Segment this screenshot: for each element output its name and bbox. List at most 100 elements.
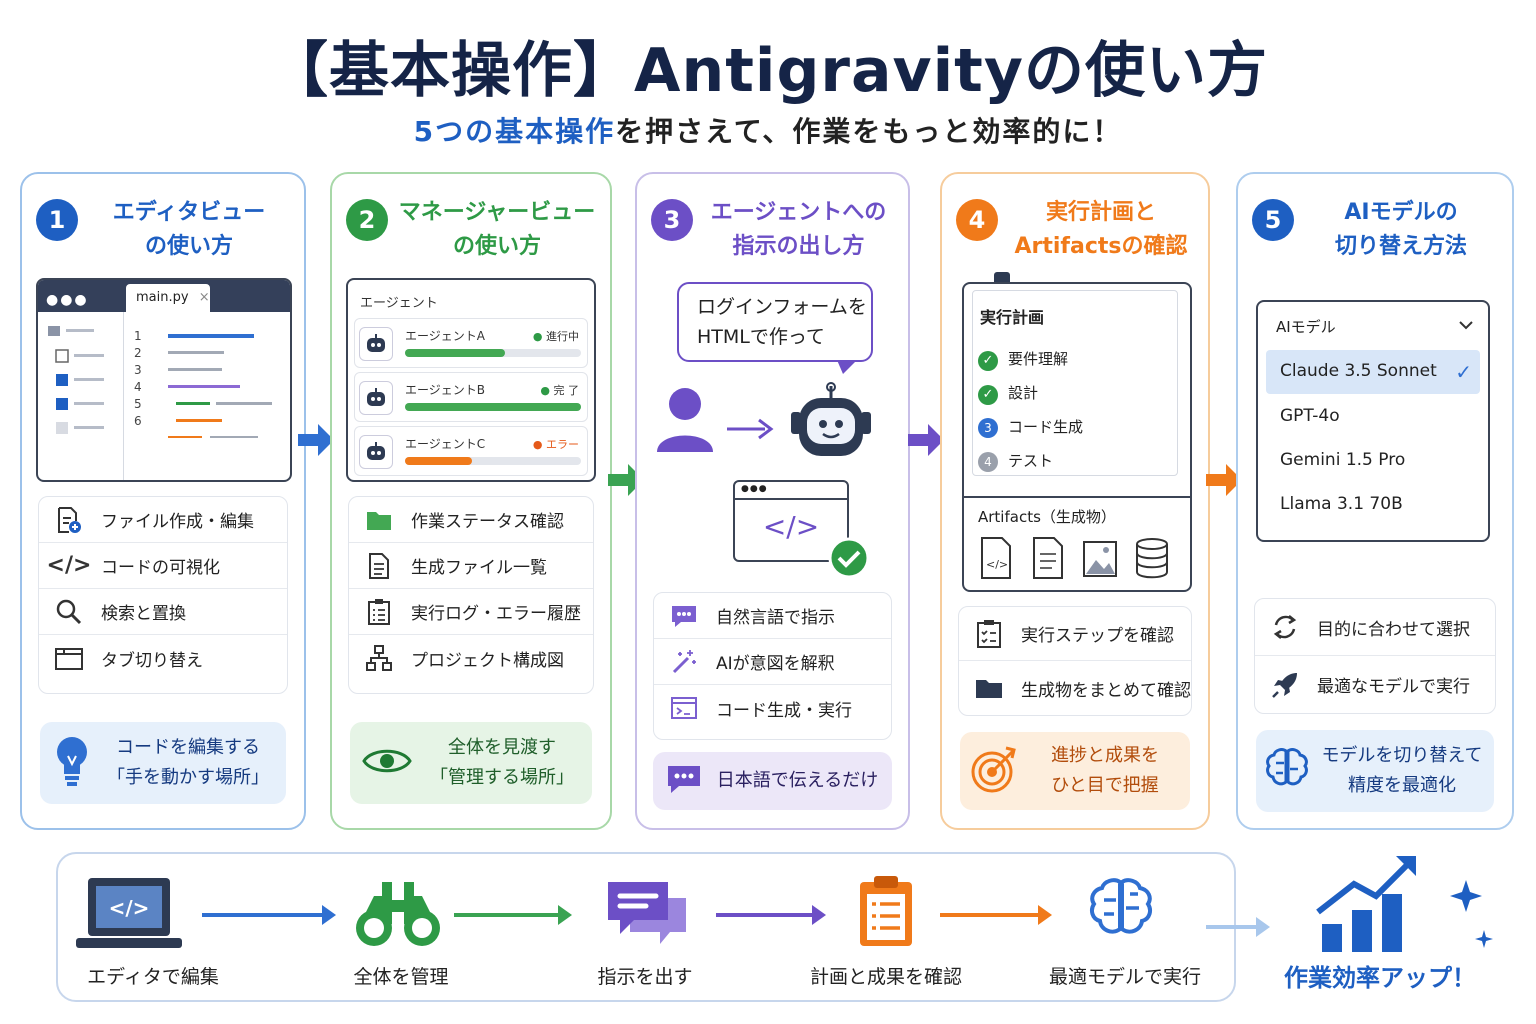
summary-box: モデルを切り替えて精度を最適化 bbox=[1256, 730, 1494, 812]
agent-row[interactable]: エージェントC ● エラー bbox=[354, 426, 588, 476]
summary-box: コードを編集する「手を動かす場所」 bbox=[40, 722, 286, 804]
flow-step-label: エディタで編集 bbox=[87, 966, 219, 988]
code-lines bbox=[168, 334, 272, 438]
summary-box: 進捗と成果をひと目で把握 bbox=[960, 732, 1190, 810]
feature-item: </>コードの可視化 bbox=[39, 543, 287, 589]
chevron-down-icon bbox=[1459, 321, 1473, 330]
laptop-icon: </> bbox=[76, 878, 182, 948]
feature-list: 実行ステップを確認 生成物をまとめて確認 bbox=[958, 606, 1192, 716]
card-title: マネージャービューの使い方 bbox=[398, 200, 596, 259]
tabs-icon bbox=[51, 643, 87, 673]
agent-panel-title: エージェント bbox=[360, 296, 438, 311]
window-dots: ●●● bbox=[735, 482, 847, 500]
progress-bar bbox=[405, 457, 581, 465]
binoculars-icon bbox=[356, 882, 440, 946]
card-title: エディタビューの使い方 bbox=[112, 200, 266, 259]
arrow-right-icon bbox=[908, 424, 944, 456]
model-option[interactable]: GPT-4o bbox=[1280, 406, 1340, 426]
feature-item: 生成ファイル一覧 bbox=[349, 543, 593, 589]
robot-icon bbox=[359, 435, 393, 469]
check-icon: ✓ bbox=[978, 385, 998, 405]
flow-step-label: 計画と成果を確認 bbox=[809, 966, 962, 988]
progress-bar bbox=[405, 403, 581, 411]
editor-tab[interactable]: main.py × bbox=[126, 284, 210, 312]
file-tree bbox=[38, 312, 124, 480]
feature-item: 最適なモデルで実行 bbox=[1255, 656, 1495, 713]
brain-icon bbox=[1264, 747, 1310, 795]
plan-title: 実行計画 bbox=[980, 308, 1045, 327]
chat-icon bbox=[608, 882, 686, 944]
agent-row[interactable]: エージェントA ● 進行中 bbox=[354, 318, 588, 368]
agent-panel: エージェント エージェントA ● 進行中 エージェントB ● 完 了 エージェン… bbox=[346, 278, 596, 482]
feature-item: 実行ステップを確認 bbox=[959, 607, 1191, 661]
arrow-right-icon bbox=[298, 424, 334, 456]
feature-list: 作業ステータス確認 生成ファイル一覧 実行ログ・エラー履歴 プロジェクト構成図 bbox=[348, 496, 594, 694]
folder-icon bbox=[971, 673, 1007, 703]
feature-list: ファイル作成・編集 </>コードの可視化 検索と置換 タブ切り替え bbox=[38, 496, 288, 694]
window-dots: ●●● bbox=[46, 292, 89, 308]
arrow-right-icon bbox=[202, 905, 336, 925]
robot-icon bbox=[791, 382, 871, 456]
hierarchy-icon bbox=[361, 643, 397, 673]
search-icon bbox=[51, 597, 87, 627]
model-option[interactable]: Gemini 1.5 Pro bbox=[1280, 450, 1406, 470]
check-icon bbox=[828, 537, 870, 579]
model-option[interactable]: Llama 3.1 70B bbox=[1280, 494, 1403, 514]
svg-text:</>: </> bbox=[986, 558, 1008, 571]
arrow-right-icon bbox=[940, 905, 1052, 925]
card-title: AIモデルの切り替え方法 bbox=[1334, 200, 1467, 259]
flow-result: 作業効率アップ！ bbox=[1284, 964, 1476, 992]
dropdown-label: AIモデル bbox=[1276, 318, 1336, 336]
arrow-right-icon bbox=[454, 905, 572, 925]
subtitle-highlight: 5つの基本操作 bbox=[413, 115, 616, 148]
clipboard-list-icon bbox=[860, 876, 912, 946]
artifact-icons: </> bbox=[981, 537, 1168, 579]
flow-step-label: 全体を管理 bbox=[353, 966, 449, 988]
eye-icon bbox=[362, 744, 412, 782]
arrow-right-icon bbox=[1206, 917, 1270, 937]
summary-box: 全体を見渡す「管理する場所」 bbox=[350, 722, 592, 804]
step-circle: 4 bbox=[978, 452, 998, 472]
feature-item: 自然言語で指示 bbox=[654, 593, 891, 639]
status-badge: ● 完 了 bbox=[540, 384, 579, 397]
terminal-icon bbox=[666, 693, 702, 723]
robot-icon bbox=[359, 381, 393, 415]
user-icon bbox=[657, 388, 713, 452]
svg-text:</>: </> bbox=[109, 896, 150, 920]
feature-item: タブ切り替え bbox=[39, 635, 287, 681]
model-dropdown[interactable]: AIモデル Claude 3.5 Sonnet ✓ GPT-4o Gemini … bbox=[1256, 300, 1490, 542]
feature-item: 実行ログ・エラー履歴 bbox=[349, 589, 593, 635]
check-icon: ✓ bbox=[1455, 360, 1472, 384]
agent-row[interactable]: エージェントB ● 完 了 bbox=[354, 372, 588, 422]
robot-icon bbox=[359, 327, 393, 361]
page-subtitle: 5つの基本操作を押さえて、作業をもっと効率的に！ bbox=[0, 110, 1536, 150]
bubble-tail bbox=[837, 360, 857, 374]
artifacts-title: Artifacts（生成物） bbox=[978, 508, 1116, 526]
step-number-4: 4 bbox=[956, 199, 998, 241]
model-option-selected[interactable]: Claude 3.5 Sonnet ✓ bbox=[1266, 350, 1480, 394]
clipboard-check-icon bbox=[971, 619, 1007, 649]
arrow-right-icon bbox=[1206, 464, 1242, 496]
clipboard-icon bbox=[361, 597, 397, 627]
brain-icon bbox=[1090, 878, 1152, 934]
feature-item: 生成物をまとめて確認 bbox=[959, 661, 1191, 715]
flow-step-label: 最適モデルで実行 bbox=[1048, 966, 1201, 988]
step-number-1: 1 bbox=[36, 199, 78, 241]
card-title: エージェントへの指示の出し方 bbox=[710, 200, 887, 259]
progress-bar bbox=[405, 349, 581, 357]
feature-item: ファイル作成・編集 bbox=[39, 497, 287, 543]
flow-step-label: 指示を出す bbox=[597, 966, 693, 988]
code-icon: </> bbox=[46, 553, 92, 578]
step-number-5: 5 bbox=[1252, 199, 1294, 241]
chat-icon bbox=[665, 762, 703, 800]
status-badge: ● 進行中 bbox=[532, 330, 579, 343]
file-edit-icon bbox=[51, 505, 87, 535]
